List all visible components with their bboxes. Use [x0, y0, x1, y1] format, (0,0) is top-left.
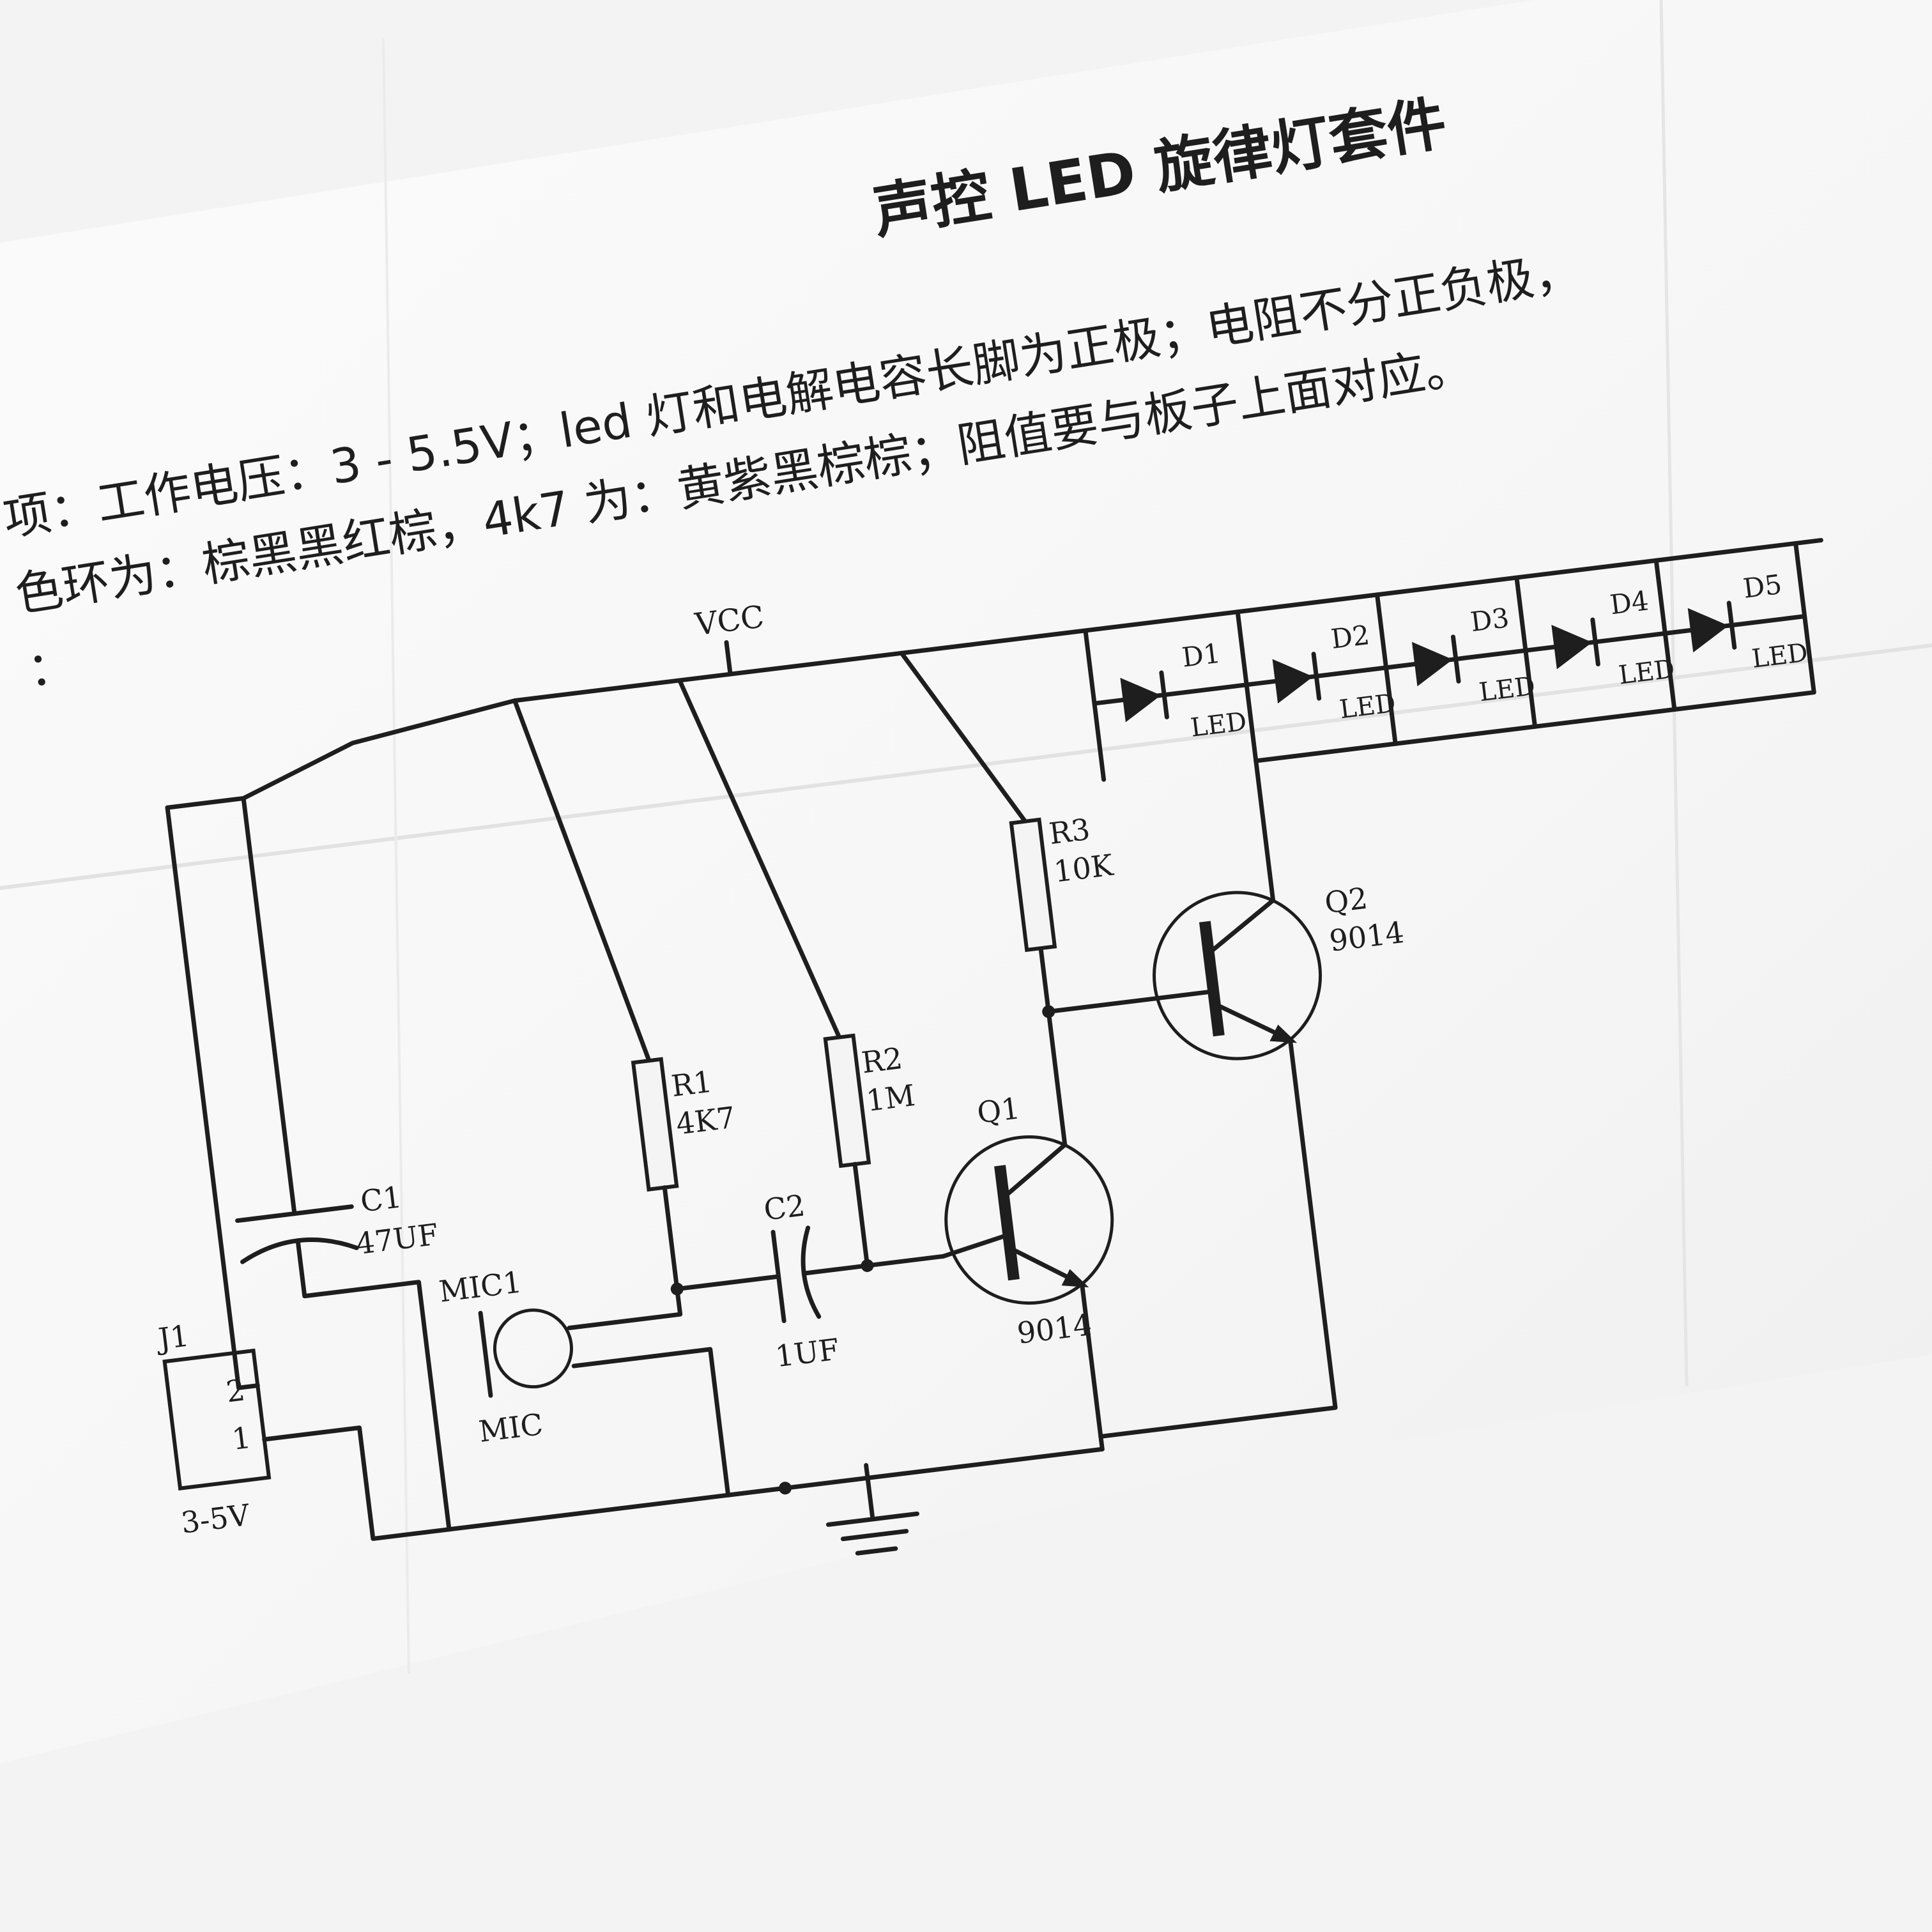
transistor-q2-ref: Q2: [1322, 880, 1369, 920]
led-d1: D1 LED: [1092, 638, 1249, 743]
capacitor-c2-value: 1UF: [774, 1332, 841, 1374]
led-d5-ref: D5: [1742, 569, 1784, 604]
led-d2-ref: D2: [1330, 619, 1372, 655]
capacitor-c1-ref: C1: [358, 1179, 404, 1218]
paper-sheet: [0, 0, 1932, 1763]
resistor-r2-ref: R2: [860, 1041, 905, 1080]
led-d4-ref: D4: [1608, 585, 1650, 620]
led-d2: D2 LED: [1235, 610, 1397, 763]
schematic-diagram: VCC J1 2 1 3-5V C1 47UF MIC1 MIC R1 4K7: [154, 538, 1823, 1556]
transistor-q1: [944, 1135, 1114, 1305]
led-d3-ref: D3: [1469, 602, 1511, 638]
resistor-r1-value: 4K7: [674, 1100, 737, 1142]
led-d1-ref: D1: [1180, 638, 1222, 673]
connector-voltage-label: 3-5V: [179, 1498, 252, 1540]
fold-crease: [0, 643, 1932, 890]
led-d5-value: LED: [1750, 638, 1809, 674]
led-d4: D4 LED: [1514, 575, 1676, 729]
microphone-icon: [493, 1308, 573, 1389]
transistor-q1-ref: Q1: [975, 1091, 1022, 1130]
vcc-label: VCC: [693, 599, 766, 643]
connector-pin-1: 1: [230, 1420, 253, 1457]
ground-icon: [826, 1511, 919, 1527]
led-d5: D5 LED: [1653, 558, 1809, 712]
resistor-r3-value: 10K: [1052, 847, 1116, 889]
led-d1-value: LED: [1189, 707, 1248, 742]
capacitor-c1-plate: [235, 1204, 354, 1223]
capacitor-c2-ref: C2: [762, 1188, 807, 1227]
connector-j1-ref: J1: [154, 1318, 191, 1356]
mic-plate: [478, 1310, 493, 1398]
resistor-r1-ref: R1: [670, 1064, 714, 1103]
resistor-r3-ref: R3: [1047, 812, 1092, 851]
capacitor-c2-plate: [770, 1230, 786, 1323]
mic-value: MIC: [477, 1407, 544, 1449]
fold-crease: [382, 38, 410, 1675]
resistor-r3: [1009, 817, 1057, 953]
resistor-r2-value: 1M: [864, 1078, 917, 1118]
connector-j1: [162, 1348, 272, 1491]
transistor-q2: [1153, 891, 1322, 1061]
instruction-line-3: ：: [24, 637, 79, 699]
